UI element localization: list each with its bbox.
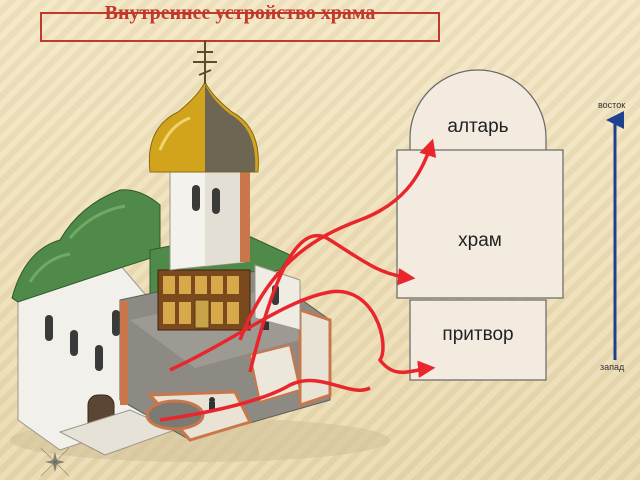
title-frame: [40, 12, 440, 42]
axis-west-label: запад: [600, 362, 625, 372]
arrow-narthex: [169, 289, 436, 378]
temple-label: храм: [458, 230, 502, 251]
narthex-label: притвор: [442, 324, 514, 345]
compass-rose-icon: [40, 447, 70, 477]
church-plan-schematic: [396, 69, 564, 381]
page-title: Внутреннее устройство храма: [104, 2, 376, 24]
church-cutaway-illustration: [10, 40, 390, 462]
arrow-temple: [248, 233, 416, 373]
connector-arrows: [159, 138, 437, 422]
arrow-entrance: [159, 378, 371, 422]
temple-zone: [396, 149, 564, 299]
axis-east-label: восток: [598, 100, 626, 110]
arrow-altar: [238, 138, 437, 341]
altar-label: алтарь: [447, 116, 509, 137]
